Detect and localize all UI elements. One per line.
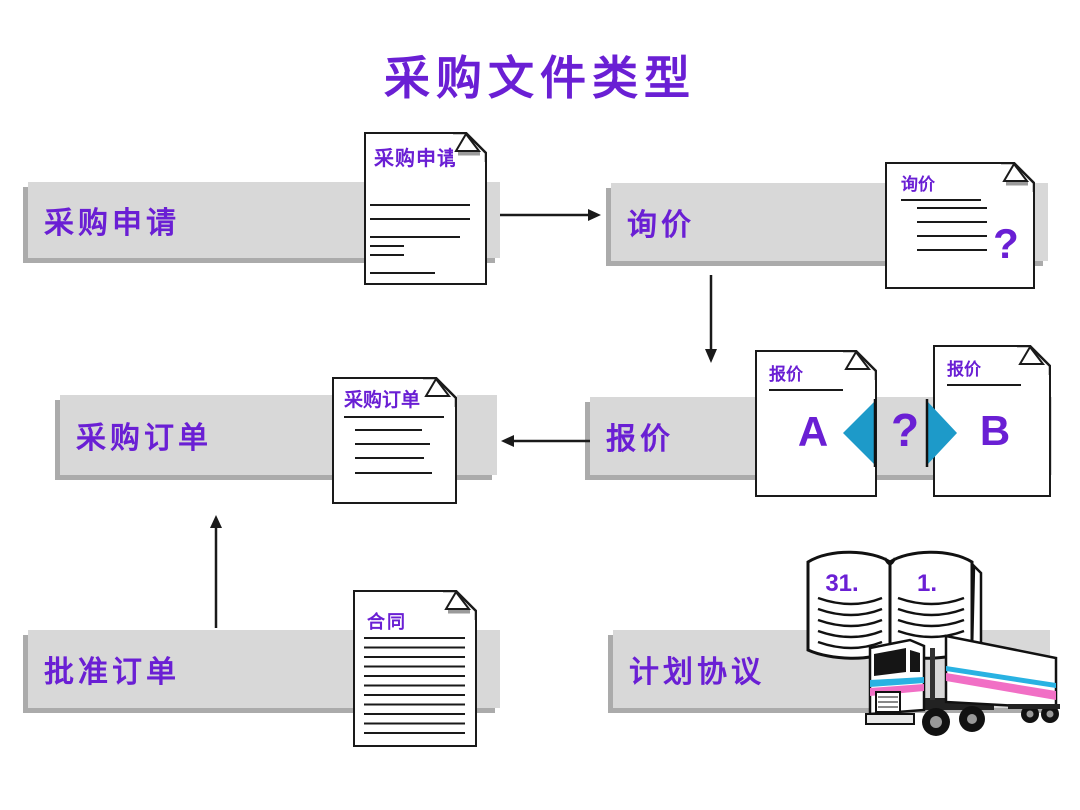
arrow-up-icon: [210, 515, 222, 628]
folded-corner-icon: [423, 377, 457, 407]
bar-scheduling-agreement-label: 计划协议: [629, 656, 765, 689]
bar-approve-order-label: 批准订单: [44, 656, 180, 689]
doc-rfq-title: 询价: [901, 170, 981, 201]
arrow-down-icon: [705, 275, 717, 363]
doc-purchase-requisition-title: 采购申请: [374, 148, 458, 170]
folded-corner-icon: [843, 350, 877, 380]
bar-quotation-label: 报价: [606, 423, 674, 456]
calendar-right-page-number: 1.: [916, 570, 937, 597]
calendar-left-page-number: 31.: [825, 570, 859, 597]
doc-text-lines: [364, 637, 465, 735]
vendor-b-letter: B: [979, 407, 1011, 454]
page-title: 采购文件类型: [384, 53, 696, 104]
bar-purchase-order-label: 采购订单: [76, 422, 212, 455]
doc-quotation-b: 报价 B: [933, 345, 1051, 497]
bar-purchase-requisition-label: 采购申请: [44, 207, 180, 240]
delivery-truck-icon: [858, 622, 1070, 744]
folded-corner-icon: [1001, 162, 1035, 192]
doc-contract-title: 合同: [367, 612, 407, 632]
bar-rfq-label: 询价: [627, 209, 695, 242]
folded-corner-icon: [443, 590, 477, 620]
doc-purchase-order-title: 采购订单: [344, 385, 444, 418]
arrow-left-icon: [501, 435, 590, 447]
folded-corner-icon: [1017, 345, 1051, 375]
doc-purchase-requisition: 采购申请: [364, 132, 487, 285]
doc-rfq: 询价 ?: [885, 162, 1035, 289]
doc-contract: 合同: [353, 590, 477, 747]
compare-question-mark: ?: [890, 404, 920, 456]
question-mark: ?: [993, 220, 1019, 267]
vendor-a-letter: A: [797, 408, 829, 455]
doc-purchase-order: 采购订单: [332, 377, 457, 504]
folded-corner-icon: [453, 132, 487, 162]
doc-quotation-a-title: 报价: [769, 360, 843, 391]
doc-quotation-b-title: 报价: [947, 355, 1021, 386]
arrow-right-icon: [500, 209, 601, 221]
compare-triangles-icon: [843, 399, 957, 467]
